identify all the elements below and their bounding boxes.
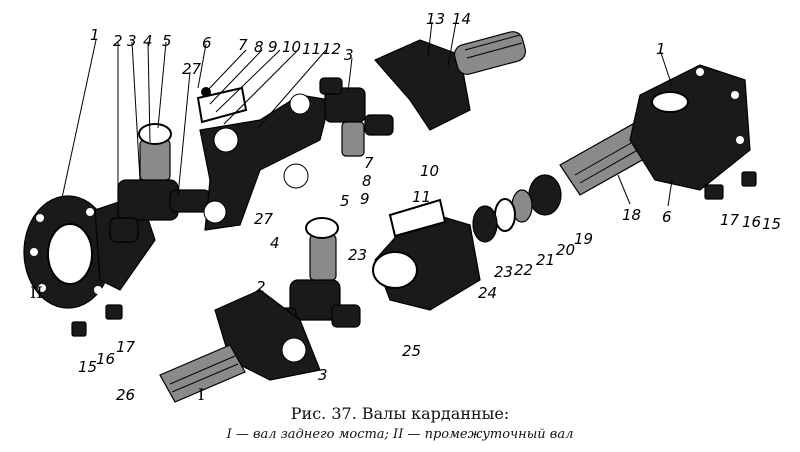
sliding-yoke-top [374,31,527,131]
spider-cross-ii [109,123,211,243]
callout-6: 6 [202,34,212,52]
callout-26: 26 [116,386,135,404]
callout-2: 2 [113,32,123,50]
callout-16-right: 16 [742,213,761,231]
yoke-shaft-i [159,289,321,403]
callout-24: 24 [478,284,497,302]
callout-1-right: 1 [656,40,666,58]
callout-27: 27 [182,60,202,78]
callout-7-mid: 7 [364,154,374,172]
callout-10: 10 [282,38,301,56]
shaft-label-i: I [198,385,204,404]
callout-19: 19 [574,230,593,248]
callout-10-mid: 10 [420,162,439,180]
callout-4-bottom: 4 [270,234,280,252]
shaft-label-ii: II [30,283,43,302]
bolts-and-nuts-left [71,304,123,337]
callout-12: 12 [322,40,341,58]
callout-17-left: 17 [116,338,136,356]
callout-8-mid: 8 [362,172,372,190]
callout-17-right: 17 [720,211,740,229]
callout-15-right: 15 [762,215,781,233]
spider-cross-i [271,217,361,329]
callout-2-bottom: 2 [256,278,266,296]
seal-rings [472,174,562,243]
callout-22: 22 [514,261,533,279]
callout-numbers: 1 2 3 4 5 27 6 7 8 9 10 11 12 3 13 14 1 … [78,10,781,404]
yoke-plate-upper [199,93,331,231]
callout-7: 7 [238,36,248,54]
callout-4: 4 [143,32,153,50]
flange-yoke-ii [23,194,156,309]
callout-9: 9 [268,38,278,56]
callout-3-top: 3 [344,46,354,64]
callout-23-mid: 23 [494,263,513,281]
callout-5: 5 [162,32,172,50]
callout-5-bottom: 5 [340,192,350,210]
callout-13: 13 [426,10,445,28]
callout-3: 3 [127,32,137,50]
callout-6-right: 6 [662,208,672,226]
callout-8: 8 [254,38,264,56]
figure-caption-title: Рис. 37. Валы карданные: [290,404,510,423]
callout-15-left: 15 [78,358,97,376]
flange-yoke-right [629,64,751,191]
callout-9-mid: 9 [360,190,370,208]
figure-caption-subtitle: I — вал заднего моста; II — промежуточны… [226,427,574,442]
sliding-yoke-middle [372,198,481,311]
callout-3-bottom: 3 [318,366,328,384]
spider-cross-top [319,77,394,157]
callout-21: 21 [536,251,555,269]
callout-25: 25 [402,342,421,360]
callout-23-bottom: 23 [348,246,367,264]
callout-11: 11 [302,40,321,58]
callout-14: 14 [452,10,471,28]
callout-1: 1 [90,26,100,44]
callout-27-bottom: 27 [254,210,274,228]
callout-16-left: 16 [96,350,115,368]
bolts-and-nuts-right [704,171,757,200]
leader-lines [61,21,673,207]
callout-11-mid: 11 [412,188,431,206]
callout-18: 18 [622,206,641,224]
callout-20: 20 [556,241,575,259]
